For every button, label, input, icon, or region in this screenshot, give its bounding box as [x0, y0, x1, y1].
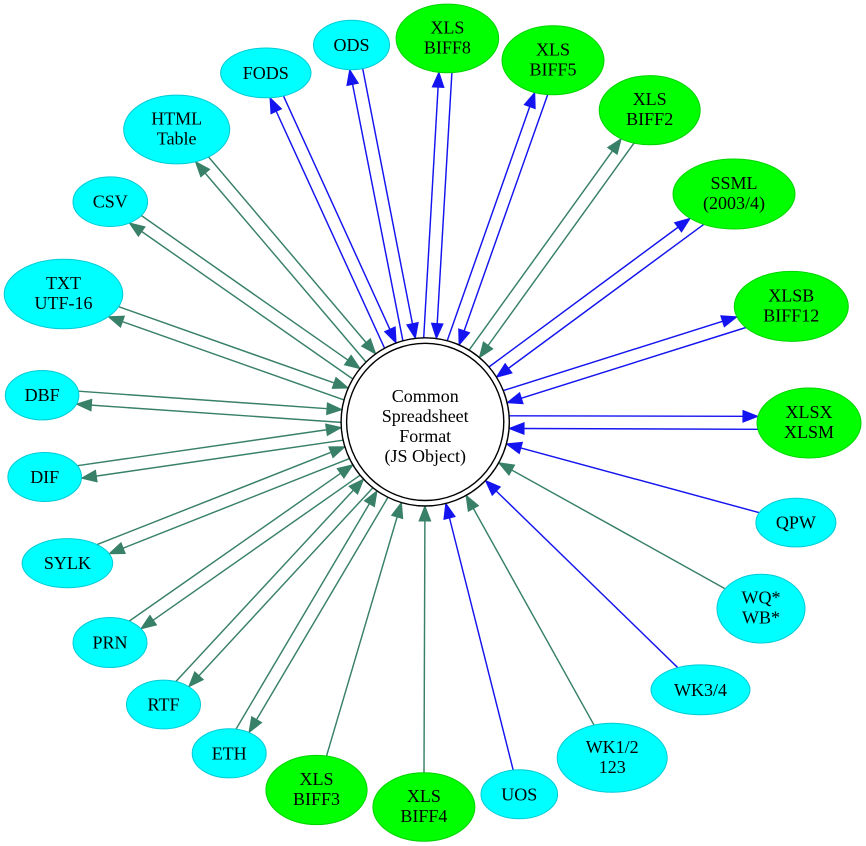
svg-text:XLSX: XLSX: [785, 402, 832, 422]
svg-text:BIFF8: BIFF8: [424, 37, 471, 57]
svg-text:WK1/2: WK1/2: [586, 737, 639, 757]
svg-text:Common: Common: [392, 386, 459, 406]
svg-text:XLS: XLS: [633, 89, 667, 109]
svg-text:Format: Format: [399, 426, 451, 446]
svg-text:DBF: DBF: [25, 385, 60, 405]
svg-text:ETH: ETH: [212, 743, 247, 763]
svg-text:(JS Object): (JS Object): [384, 446, 465, 467]
svg-text:DIF: DIF: [30, 467, 59, 487]
svg-text:UOS: UOS: [501, 784, 537, 804]
svg-text:XLS: XLS: [407, 786, 441, 806]
svg-text:WB*: WB*: [742, 608, 780, 628]
svg-text:XLSB: XLSB: [768, 285, 814, 305]
svg-text:FODS: FODS: [243, 63, 289, 83]
svg-text:PRN: PRN: [92, 633, 127, 653]
svg-text:Table: Table: [157, 129, 197, 149]
svg-text:BIFF3: BIFF3: [293, 789, 340, 809]
svg-text:XLS: XLS: [430, 17, 464, 37]
svg-text:SSML: SSML: [710, 173, 757, 193]
svg-text:WQ*: WQ*: [742, 588, 781, 608]
svg-text:UTF-16: UTF-16: [35, 293, 93, 313]
svg-text:HTML: HTML: [151, 109, 202, 129]
svg-text:Spreadsheet: Spreadsheet: [382, 406, 469, 426]
svg-text:WK3/4: WK3/4: [674, 680, 727, 700]
svg-text:CSV: CSV: [93, 192, 128, 212]
svg-text:XLSM: XLSM: [784, 422, 834, 442]
svg-text:BIFF5: BIFF5: [529, 59, 576, 79]
svg-text:XLS: XLS: [536, 39, 570, 59]
svg-text:(2003/4): (2003/4): [703, 193, 765, 214]
svg-text:TXT: TXT: [46, 273, 81, 293]
svg-text:BIFF12: BIFF12: [763, 305, 819, 325]
svg-text:XLS: XLS: [299, 769, 333, 789]
svg-text:ODS: ODS: [333, 35, 369, 55]
svg-text:123: 123: [599, 757, 626, 777]
svg-text:RTF: RTF: [148, 695, 180, 715]
svg-text:BIFF2: BIFF2: [626, 109, 673, 129]
svg-text:QPW: QPW: [776, 513, 816, 533]
svg-text:BIFF4: BIFF4: [400, 806, 447, 826]
svg-text:SYLK: SYLK: [44, 553, 91, 573]
